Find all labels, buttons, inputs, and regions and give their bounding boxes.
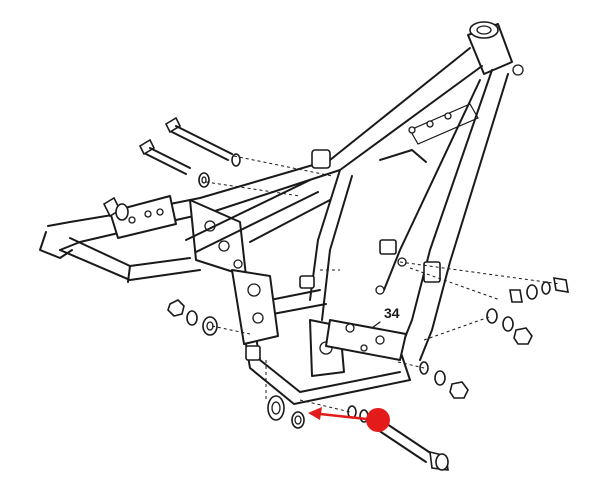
long-bolt-middle [138, 138, 210, 188]
frame-bolt-left [102, 196, 129, 221]
assembly-lines [205, 155, 561, 413]
right-hardware-lower [419, 361, 469, 399]
arrow-head [308, 407, 322, 420]
right-hardware-middle [486, 308, 533, 345]
pivot-bushings [267, 395, 369, 429]
right-hardware-upper [509, 277, 569, 303]
upper-mount-bolts [102, 116, 241, 221]
frame [39, 21, 524, 405]
steering-head [467, 21, 524, 76]
highlight-marker[interactable] [366, 408, 390, 432]
part-callout-label: 34 [384, 305, 400, 321]
left-hardware-stack [167, 299, 218, 336]
long-bolt-upper [164, 116, 241, 167]
